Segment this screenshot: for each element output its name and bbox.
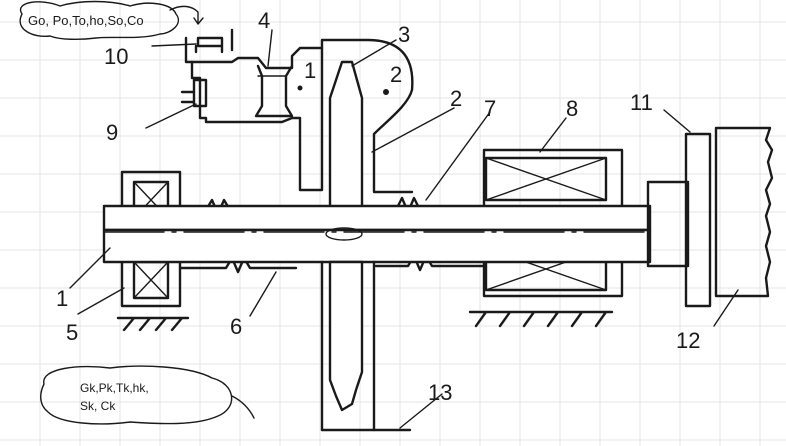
label-3: 3 (398, 22, 410, 47)
coupling-hub (646, 180, 690, 268)
dot-1 (297, 85, 303, 91)
dot-2 (383, 89, 389, 95)
top-note-arrow (169, 5, 204, 25)
label-9: 9 (106, 120, 118, 145)
label-11: 11 (630, 90, 653, 115)
label-8: 8 (566, 96, 578, 121)
motor-upper-coil (484, 156, 608, 202)
fitting-part-10 (194, 36, 224, 54)
label-7: 7 (484, 96, 496, 121)
label-13: 13 (428, 380, 452, 405)
motor-upper-x2 (485, 157, 607, 201)
ground-hatch-left (116, 316, 190, 332)
bottom-note-bubble (40, 365, 233, 425)
coupling-disc-11 (684, 132, 712, 308)
label-5: 5 (66, 320, 78, 345)
vertical-rod-upper (328, 60, 364, 214)
valve-part-4 (254, 64, 294, 118)
vertical-rod-lower-inner (328, 260, 364, 412)
label-1-upper: 1 (304, 58, 316, 83)
shaft-key (325, 227, 363, 241)
bottom-note-line2: Sk, Ck (80, 399, 116, 413)
housing-upper-arm (190, 46, 324, 70)
leader-lines (69, 29, 739, 429)
main-shaft (102, 204, 652, 232)
bottom-note-arrow (231, 395, 255, 419)
label-1-lower: 1 (56, 286, 68, 311)
top-note-text: Go, Po,To,ho,So,Co (28, 13, 144, 28)
top-note-bubble (19, 0, 179, 41)
bearing-lower-x2 (133, 261, 169, 299)
label-4: 4 (258, 8, 270, 33)
label-6: 6 (230, 314, 242, 339)
label-10: 10 (104, 44, 128, 69)
housing-outline (184, 36, 414, 194)
main-shaft-lower (102, 228, 652, 264)
fitting-part-9 (180, 78, 208, 108)
label-12: 12 (676, 328, 700, 353)
machine-body-12 (714, 126, 774, 298)
ground-hatch-motor (468, 310, 614, 328)
vertical-rod-lower (320, 260, 376, 432)
label-2-upper: 2 (390, 62, 402, 87)
label-2: 2 (450, 86, 462, 111)
bottom-note-line1: Gk,Pk,Tk,hk, (80, 381, 149, 395)
